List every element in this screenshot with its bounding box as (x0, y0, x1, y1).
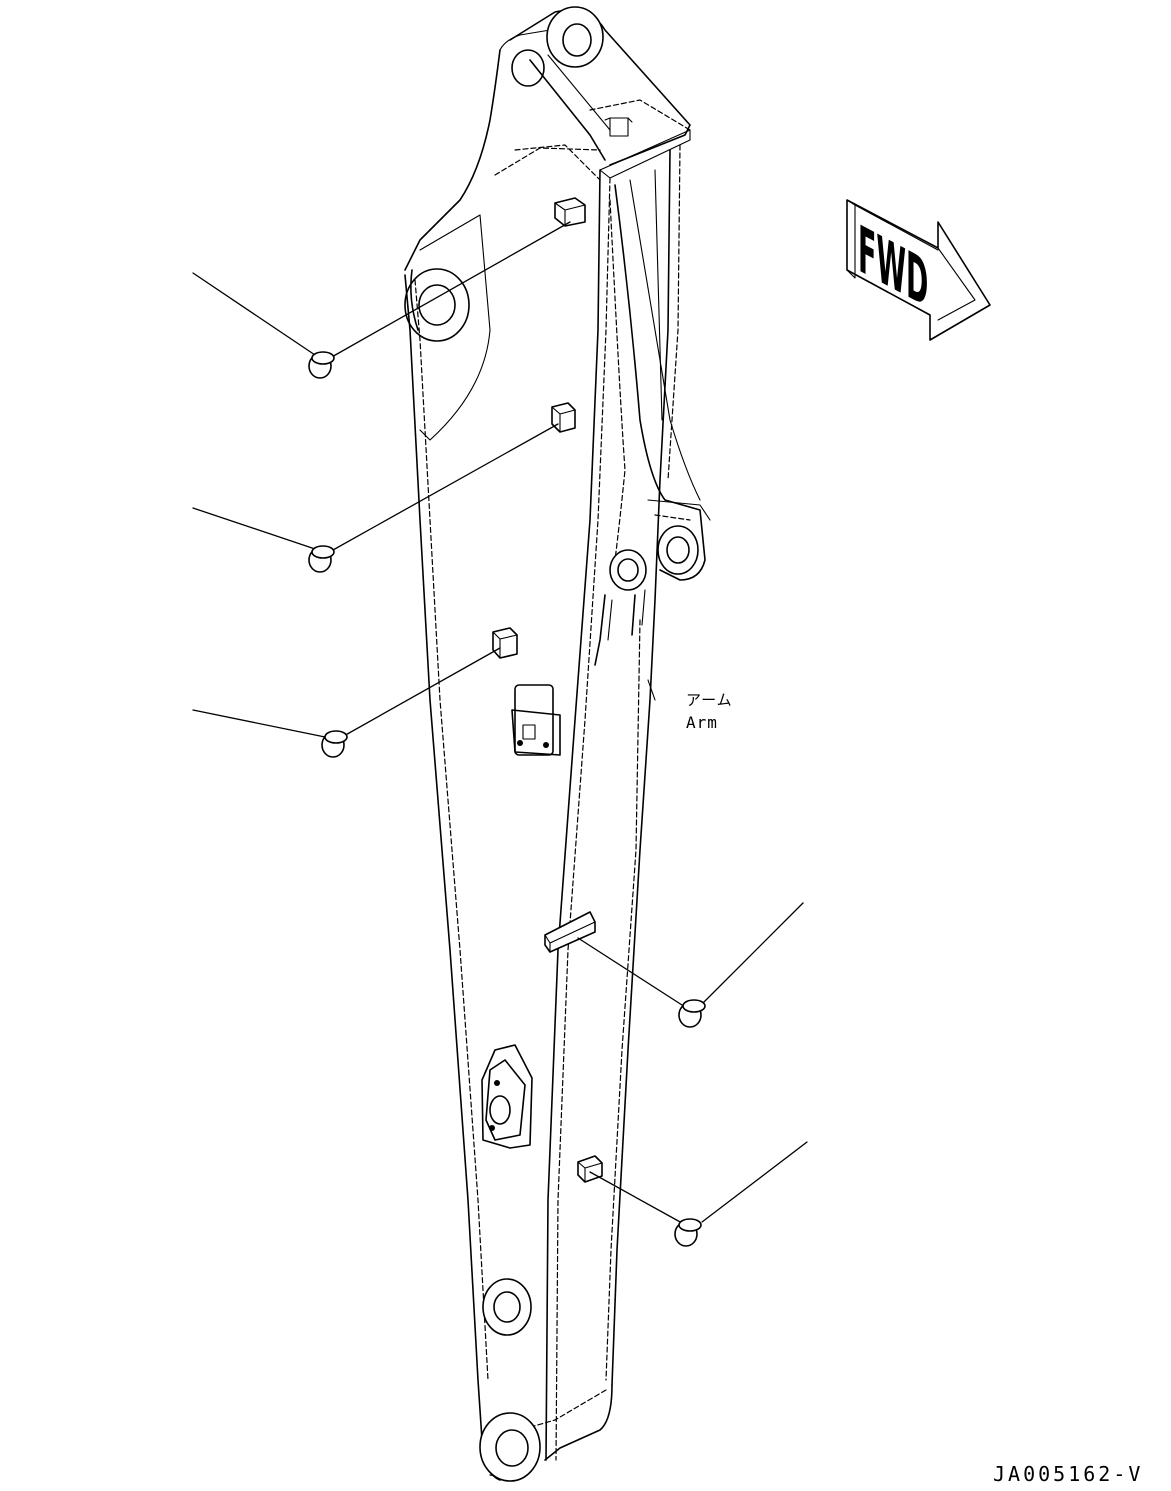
callout-5 (589, 1141, 808, 1247)
arm-body (404, 6, 711, 1482)
callout-1 (192, 221, 571, 379)
callout-4 (577, 902, 804, 1028)
forward-direction-arrow: FWD (846, 199, 991, 341)
drawing-number: JA005162-V (993, 1462, 1144, 1486)
callout-2 (192, 423, 559, 573)
arm-label-english: Arm (686, 713, 718, 732)
arm-label-japanese: アーム (686, 691, 733, 709)
callout-3 (192, 647, 501, 758)
fitting-pads (492, 197, 603, 1183)
